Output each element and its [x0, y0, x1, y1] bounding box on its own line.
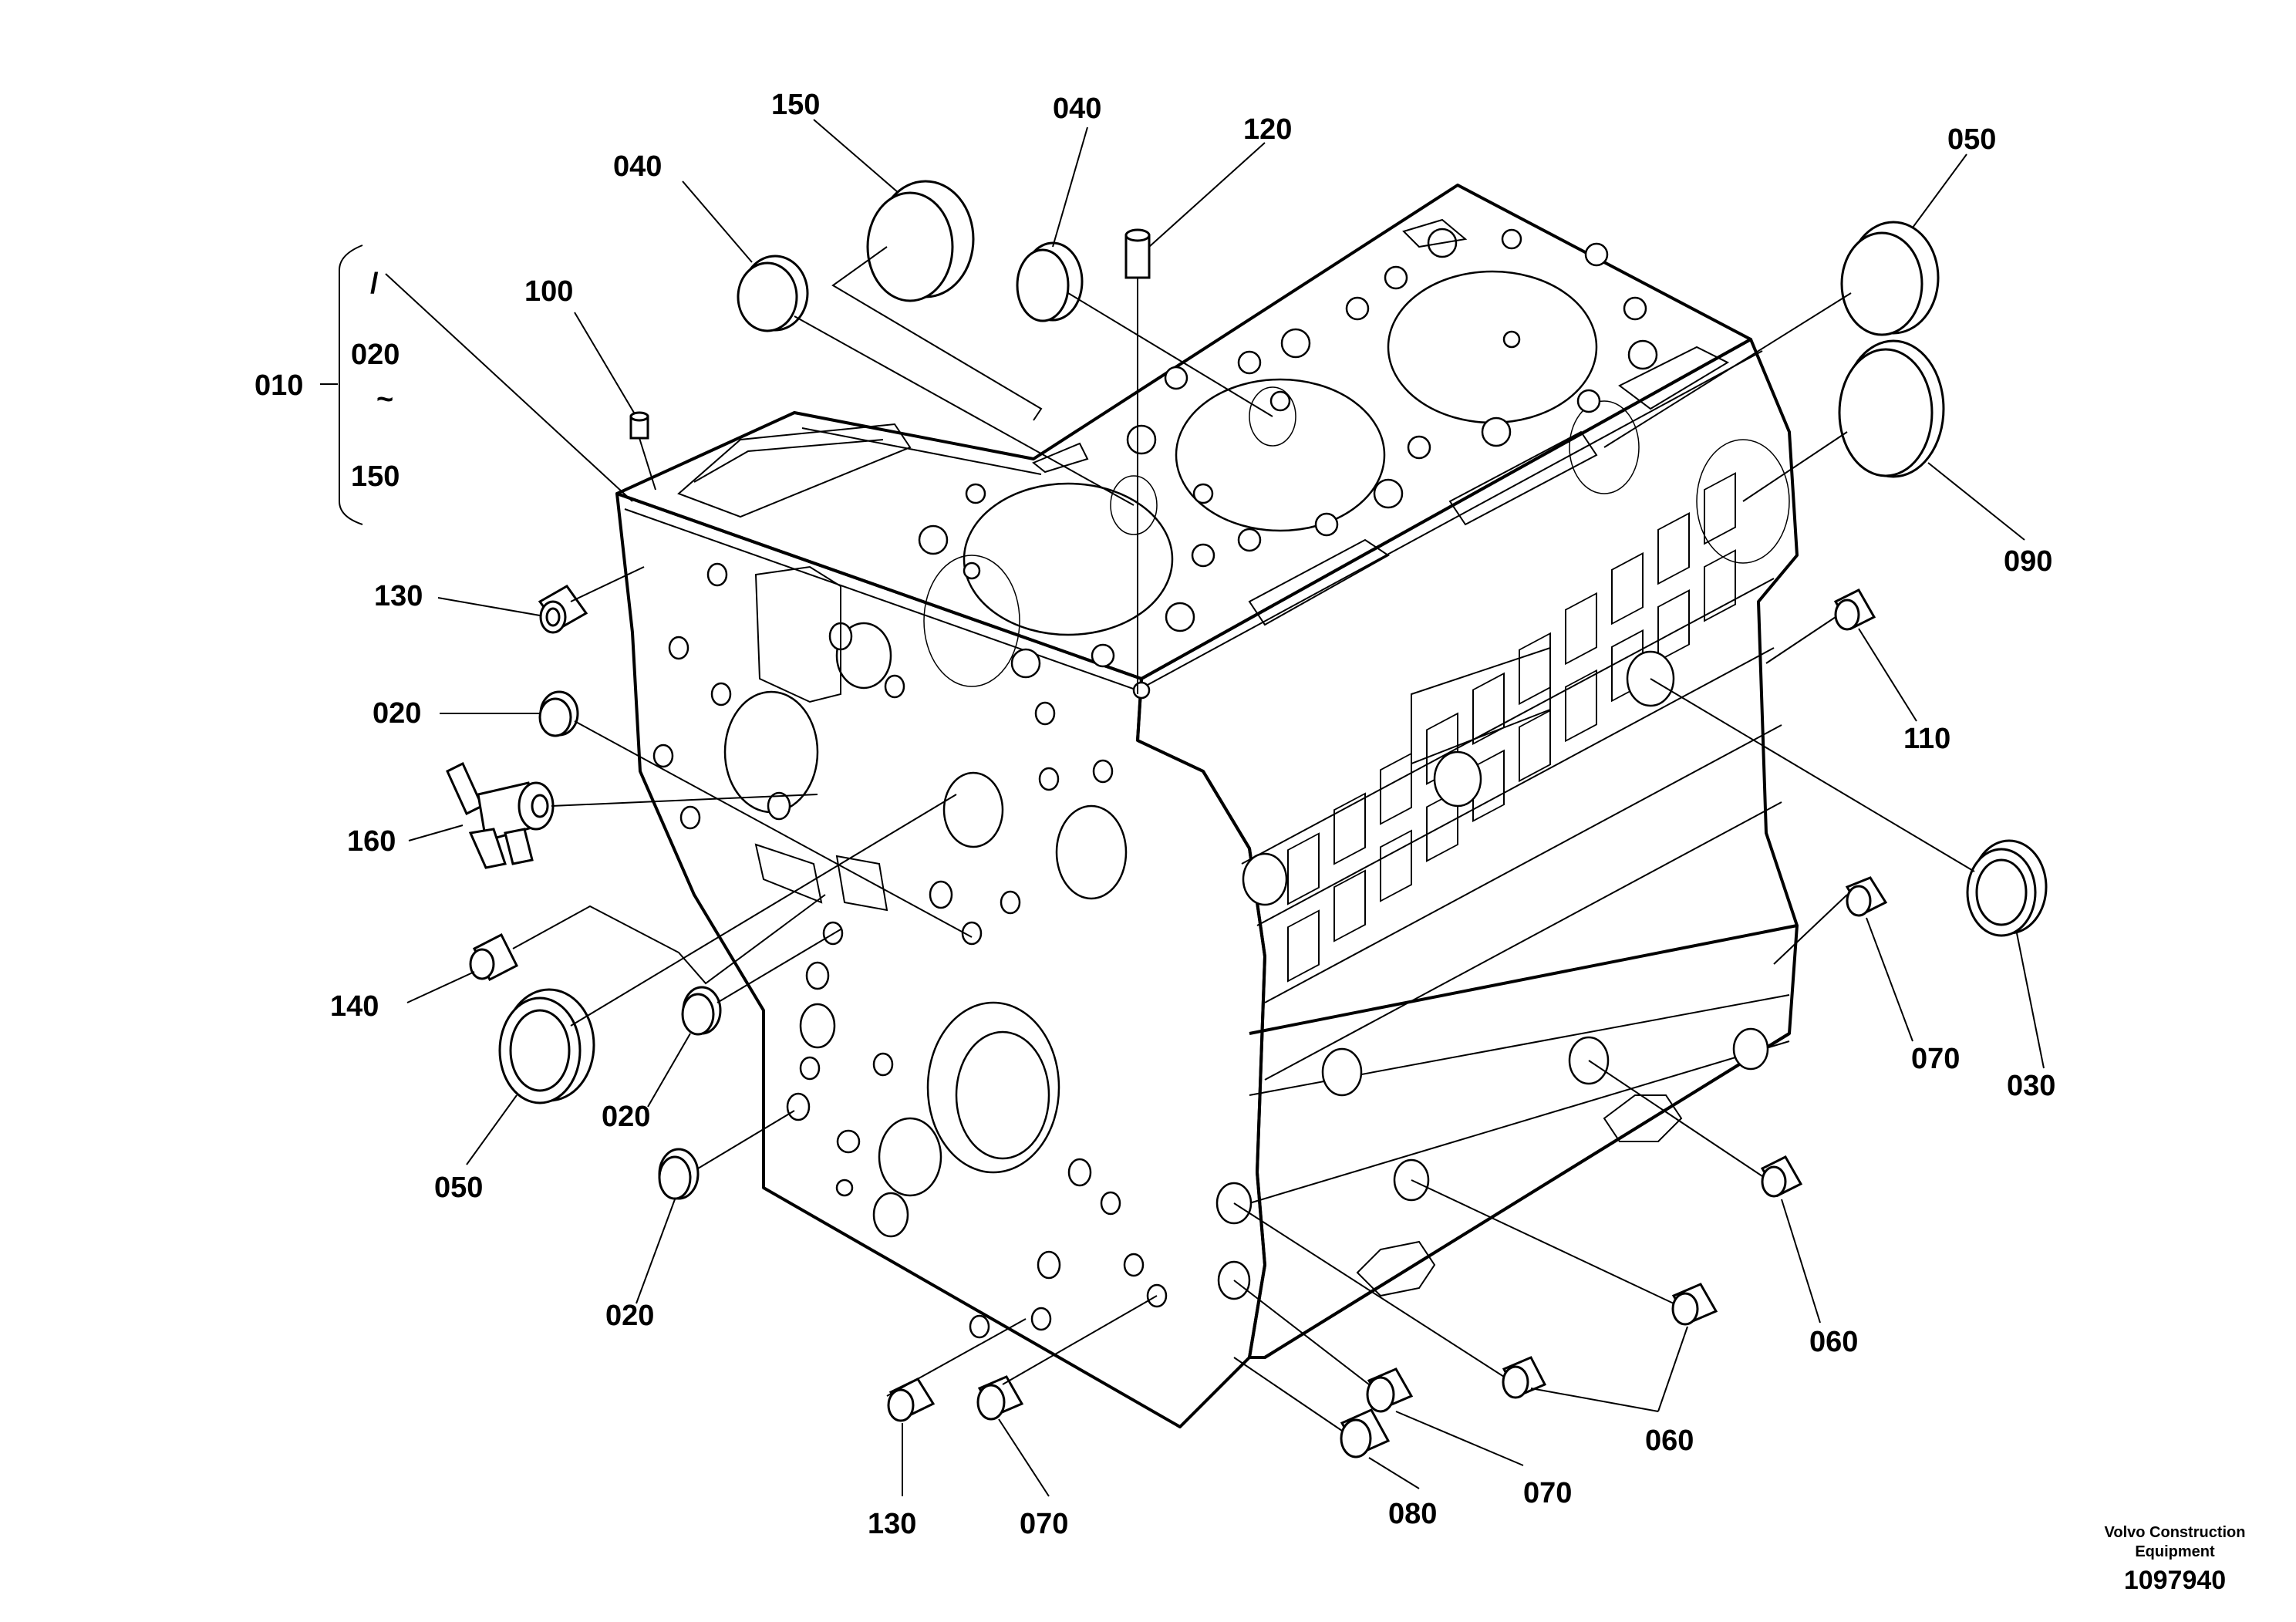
sleeve-110	[1833, 588, 1876, 631]
plug-080	[1340, 1408, 1391, 1458]
label-140: 140	[330, 990, 379, 1023]
leader-lines	[320, 119, 2045, 1497]
label-010: 010	[255, 369, 303, 402]
label-070-mid: 070	[1523, 1477, 1572, 1509]
plug-020-c	[658, 1148, 700, 1200]
label-060-bottom: 060	[1645, 1425, 1694, 1457]
label-100: 100	[524, 275, 573, 308]
loose-parts	[446, 180, 2048, 1458]
plug-040-mid	[1016, 241, 1084, 322]
sensor-160	[446, 761, 555, 869]
label-bracket-tilde: ~	[376, 383, 393, 416]
plug-090	[1838, 339, 1945, 478]
label-030: 030	[2007, 1070, 2055, 1102]
sleeve-130-bottom	[887, 1378, 936, 1422]
plug-050-top	[1840, 221, 1940, 336]
label-040-mid: 040	[1053, 93, 1101, 125]
plug-060-right	[1760, 1155, 1803, 1198]
label-060-right: 060	[1809, 1326, 1858, 1358]
label-110: 110	[1903, 723, 1950, 755]
pin-100	[629, 411, 649, 440]
label-130-top: 130	[374, 580, 423, 612]
plug-150-top	[866, 180, 975, 302]
callout-labels: 010 / 020 ~ 150 150 040 040 120 050 100 …	[255, 89, 2055, 1540]
drawing-number: 1097940	[2124, 1566, 2226, 1595]
label-020-a: 020	[373, 697, 421, 730]
sleeve-140	[469, 932, 519, 982]
plug-070-bottom	[976, 1375, 1024, 1421]
label-150-top: 150	[771, 89, 820, 121]
plug-070-right	[1845, 876, 1888, 917]
label-070-bottom: 070	[1020, 1508, 1068, 1540]
label-070-right: 070	[1911, 1043, 1960, 1075]
dowel-120	[1124, 228, 1151, 279]
label-090: 090	[2004, 545, 2052, 578]
seal-050-bottom	[498, 988, 595, 1104]
label-bracket-150: 150	[351, 460, 400, 493]
label-bracket-020: 020	[351, 339, 400, 371]
company-name-line2: Equipment	[2135, 1543, 2215, 1560]
plug-040-left	[737, 255, 809, 332]
plug-060-bottom-b	[1502, 1356, 1547, 1399]
label-050-bottom: 050	[434, 1172, 483, 1204]
company-name-line1: Volvo Construction	[2105, 1524, 2246, 1541]
title-block: Volvo Construction Equipment 1097940	[2105, 1524, 2246, 1595]
sleeve-130-top	[538, 585, 588, 634]
label-040-left: 040	[613, 150, 662, 183]
label-050-top: 050	[1947, 123, 1996, 156]
cylinder-block	[615, 184, 1799, 1428]
plug-020-a	[538, 690, 579, 737]
label-130-bottom: 130	[868, 1508, 916, 1540]
seal-030	[1966, 839, 2048, 937]
side-rib-pockets	[1287, 472, 1736, 983]
label-bracket-top: /	[370, 268, 379, 300]
label-160: 160	[347, 825, 396, 858]
label-020-c: 020	[605, 1300, 654, 1332]
plug-020-b	[681, 986, 722, 1036]
plug-060-bottom-a	[1671, 1283, 1718, 1326]
label-080: 080	[1388, 1498, 1437, 1530]
front-face-holes	[652, 562, 1168, 1339]
label-020-b: 020	[602, 1101, 650, 1133]
label-120: 120	[1243, 113, 1292, 146]
plug-070-mid	[1366, 1367, 1414, 1413]
